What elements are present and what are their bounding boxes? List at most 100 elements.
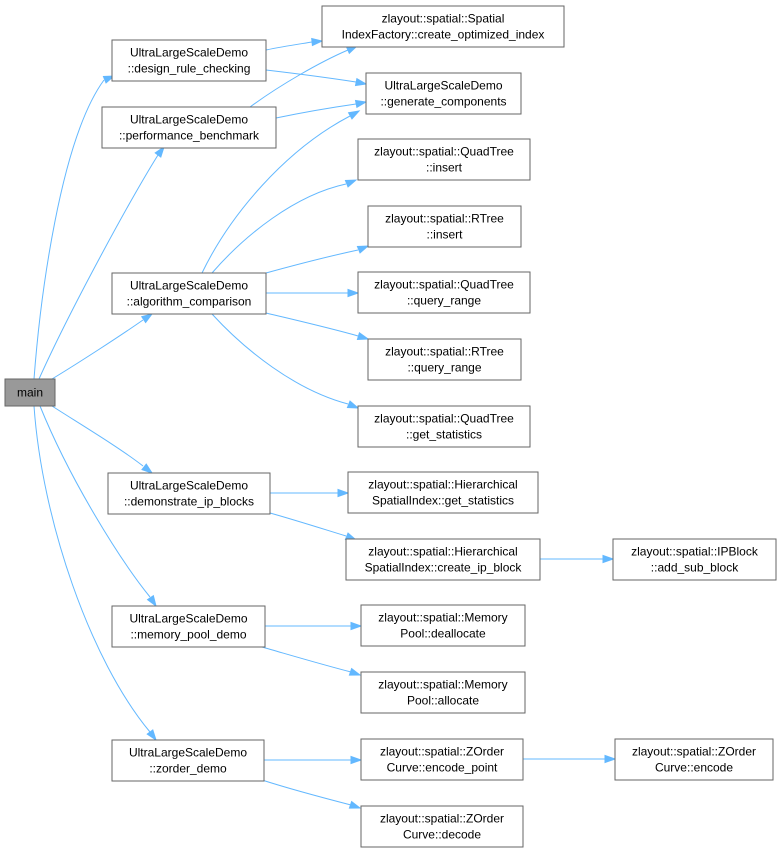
node-box [111,605,266,648]
node-label: ::zorder_demo [149,762,227,776]
arrowhead-icon [354,77,368,87]
edge-line [51,319,144,380]
edge-main-to-demonstrate-ip-blocks [51,405,154,474]
arrowhead-icon [347,110,361,120]
node-label: zlayout::spatial::Hierarchical [368,545,517,559]
node-box [360,604,526,647]
node-create-optimized-index[interactable]: zlayout::spatial::SpatialIndexFactory::c… [321,5,565,48]
node-rtree-query-range[interactable]: zlayout::spatial::RTree::query_range [367,338,522,381]
edge-memory-pool-demo-to-mempool-deallocate [265,621,363,631]
edge-line [51,405,144,467]
edge-algorithm-comparison-to-quadtree-insert [211,179,358,274]
nodes-layer: mainUltraLargeScaleDemo::design_rule_che… [4,5,777,848]
node-algorithm-comparison[interactable]: UltraLargeScaleDemo::algorithm_compariso… [111,272,267,315]
node-zorder-demo[interactable]: UltraLargeScaleDemo::zorder_demo [111,739,265,782]
node-label: ::query_range [407,294,481,308]
edge-line [261,779,352,806]
node-box [360,805,524,848]
edge-line [265,41,313,51]
node-box [365,72,522,115]
node-box [111,39,267,82]
edge-main-to-design-rule-checking [33,75,116,380]
node-quadtree-insert[interactable]: zlayout::spatial::QuadTree::insert [357,138,531,181]
edge-main-to-algorithm-comparison [51,313,154,380]
node-demonstrate-ip-blocks[interactable]: UltraLargeScaleDemo::demonstrate_ip_bloc… [107,472,271,515]
node-label: zlayout::spatial::ZOrder [632,745,756,759]
node-hier-get-statistics[interactable]: zlayout::spatial::HierarchicalSpatialInd… [347,471,539,514]
node-label: Curve::encode_point [387,761,498,775]
edge-line [39,405,151,598]
edge-line [275,103,357,119]
node-generate-components[interactable]: UltraLargeScaleDemo::generate_components [365,72,522,115]
arrowhead-icon [350,755,363,765]
node-rtree-insert[interactable]: zlayout::spatial::RTree::insert [367,205,522,248]
arrowhead-icon [604,754,617,764]
node-label: ::insert [426,228,463,242]
edge-line [201,115,351,274]
node-label: ::memory_pool_demo [130,628,246,642]
node-label: main [17,386,43,400]
edge-design-rule-checking-to-create-optimized-index [265,37,324,51]
edge-zorder-demo-to-zorder-encode-point [264,755,363,765]
arrowhead-icon [356,331,370,341]
node-label: ::algorithm_comparison [127,295,252,309]
node-box [614,738,774,781]
node-label: UltraLargeScaleDemo [384,79,502,93]
node-box [357,138,531,181]
node-quadtree-query-range[interactable]: zlayout::spatial::QuadTree::query_range [357,271,531,314]
node-label: ::generate_components [380,95,506,109]
node-label: ::design_rule_checking [128,62,251,76]
node-label: UltraLargeScaleDemo [130,113,248,127]
node-box [367,205,522,248]
arrowhead-icon [154,145,165,158]
node-hier-create-ip-block[interactable]: zlayout::spatial::HierarchicalSpatialInd… [345,538,541,581]
node-design-rule-checking[interactable]: UltraLargeScaleDemo::design_rule_checkin… [111,39,267,82]
edge-line [211,183,347,274]
edge-performance-benchmark-to-generate-components [275,99,368,119]
edge-line [265,69,357,83]
edge-main-to-zorder-demo [33,405,157,742]
node-quadtree-get-statistics[interactable]: zlayout::spatial::QuadTree::get_statisti… [357,405,531,448]
node-performance-benchmark[interactable]: UltraLargeScaleDemo::performance_benchma… [101,106,277,149]
node-label: ::insert [426,161,463,175]
node-label: zlayout::spatial::Hierarchical [368,478,517,492]
edge-line [265,249,359,274]
node-box [357,405,531,448]
edge-algorithm-comparison-to-quadtree-get-statistics [211,313,360,409]
node-zorder-encode-point[interactable]: zlayout::spatial::ZOrderCurve::encode_po… [360,738,524,781]
node-label: zlayout::spatial::IPBlock [631,545,759,559]
node-label: zlayout::spatial::ZOrder [380,745,504,759]
node-label: zlayout::spatial::RTree [385,345,504,359]
node-ipblock-add-sub-block[interactable]: zlayout::spatial::IPBlock::add_sub_block [612,538,777,581]
node-label: ::performance_benchmark [119,129,260,143]
edge-line [249,49,349,108]
node-label: zlayout::spatial::QuadTree [374,278,514,292]
node-box [357,271,531,314]
edge-hier-create-ip-block-to-ipblock-add-sub-block [540,554,615,564]
node-memory-pool-demo[interactable]: UltraLargeScaleDemo::memory_pool_demo [111,605,266,648]
node-box [111,272,267,315]
node-label: zlayout::spatial::QuadTree [374,412,514,426]
node-box [111,739,265,782]
node-label: Curve::encode [655,761,733,775]
arrowhead-icon [344,179,358,188]
edge-design-rule-checking-to-generate-components [265,69,368,87]
node-label: SpatialIndex::create_ip_block [365,561,523,575]
edge-memory-pool-demo-to-mempool-allocate [261,646,362,676]
node-label: zlayout::spatial::RTree [385,212,504,226]
arrowhead-icon [141,463,154,474]
node-box [321,5,565,48]
node-box [612,538,777,581]
node-label: ::demonstrate_ip_blocks [124,495,254,509]
edge-algorithm-comparison-to-quadtree-query-range [266,288,360,298]
node-label: UltraLargeScaleDemo [129,746,247,760]
edge-zorder-demo-to-zorder-decode [261,779,362,809]
edge-line [211,313,349,405]
node-main[interactable]: main [4,378,56,407]
arrowhead-icon [311,37,324,47]
arrowhead-icon [146,594,157,608]
